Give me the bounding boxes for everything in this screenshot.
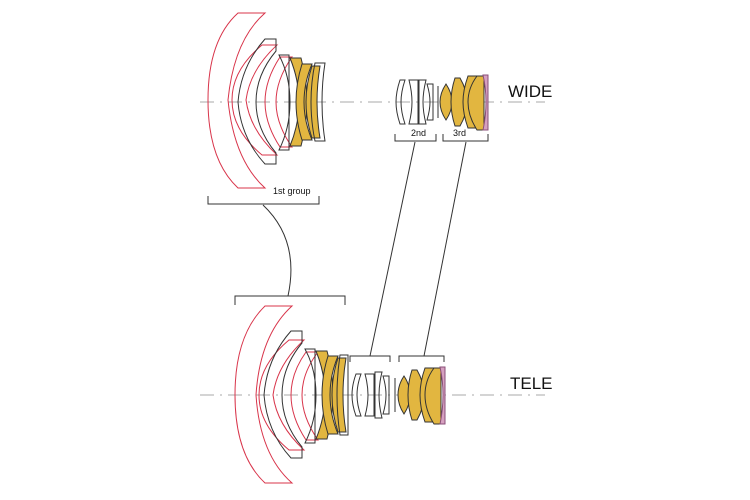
wide-label: WIDE <box>508 82 552 101</box>
tele-rear-element <box>439 366 446 425</box>
tele-element-5 <box>304 348 317 444</box>
tele-configuration: TELE <box>200 295 553 484</box>
wide-second-group-element-1 <box>395 79 406 125</box>
tele-second-group-element-3 <box>374 371 383 419</box>
wide-second-group-element-3 <box>418 79 427 125</box>
tele-label: TELE <box>510 374 553 393</box>
wide-second-group-label: 2nd <box>411 128 426 138</box>
wide-third-group <box>439 74 489 131</box>
first-group-movement-curve <box>262 204 292 297</box>
tele-first-group <box>234 305 349 484</box>
second-group-movement-line <box>369 141 416 357</box>
tele-first-group-bracket <box>234 295 346 305</box>
wide-configuration: WIDE 1st group 2nd 3rd <box>200 12 552 205</box>
tele-second-group-bracket <box>349 355 391 362</box>
tele-element-3 <box>263 330 303 459</box>
wide-third-group-element-1 <box>439 83 453 121</box>
wide-third-group-label: 3rd <box>453 128 466 138</box>
wide-second-group-element-4 <box>426 83 434 121</box>
wide-rear-element <box>482 74 489 131</box>
tele-second-group <box>349 355 391 419</box>
tele-special-glass-element-3 <box>331 357 347 433</box>
wide-first-group <box>207 12 326 189</box>
tele-second-group-element-1 <box>351 373 362 417</box>
wide-aspherical-element-2 <box>264 56 293 148</box>
wide-aspherical-element-1 <box>231 44 279 156</box>
wide-first-group-label: 1st group <box>273 186 311 196</box>
wide-third-group-bracket <box>442 134 489 142</box>
tele-third-group-bracket <box>398 355 445 362</box>
tele-front-meniscus-element <box>234 305 294 484</box>
tele-aspherical-element-1 <box>258 339 306 451</box>
tele-element-9 <box>336 354 349 436</box>
tele-third-group-element-4 <box>424 367 442 425</box>
wide-front-meniscus-element <box>207 12 267 189</box>
wide-element-5 <box>278 54 291 151</box>
tele-second-group-element-4 <box>382 375 390 415</box>
zoom-movement-links <box>262 141 467 357</box>
wide-special-glass-element-2 <box>295 63 313 141</box>
tele-second-group-element-2 <box>364 373 375 417</box>
tele-aspherical-element-2 <box>290 351 320 441</box>
wide-second-group-element-2 <box>408 79 419 125</box>
wide-second-group-bracket <box>394 134 437 142</box>
tele-special-glass-element-2 <box>321 355 339 435</box>
wide-first-group-bracket <box>207 196 320 205</box>
wide-special-glass-element-3 <box>305 65 321 139</box>
wide-element-9 <box>310 62 326 142</box>
tele-third-group <box>397 355 446 425</box>
wide-second-group <box>395 79 434 125</box>
third-group-movement-line <box>423 141 467 357</box>
wide-element-3 <box>237 38 277 165</box>
wide-third-group-element-4 <box>467 75 485 131</box>
